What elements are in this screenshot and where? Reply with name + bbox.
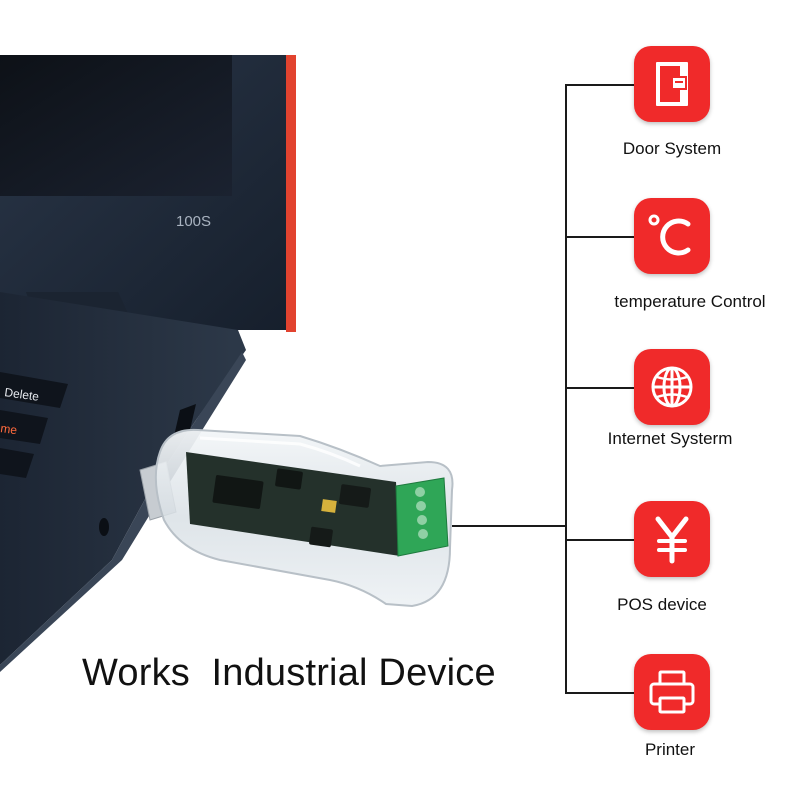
printer-icon — [649, 670, 695, 714]
connector-branch-door — [565, 84, 635, 86]
connector-branch-pos — [565, 539, 635, 541]
internet-system-tile — [634, 349, 710, 425]
key — [0, 448, 34, 478]
headline: Works Industrial Device — [82, 652, 496, 694]
keyboard: Delete me — [0, 372, 68, 478]
laptop-model-label: 100S — [176, 213, 211, 230]
terminal-screw — [417, 515, 427, 525]
door-icon — [656, 62, 688, 106]
connector-branch-temperature — [565, 236, 635, 238]
laptop-lid-edge — [286, 55, 296, 332]
door-system-label: Door System — [622, 139, 722, 158]
internet-system-label: Internet Systerm — [607, 429, 733, 448]
circuit-board — [186, 452, 400, 556]
laptop-screen — [0, 55, 232, 196]
printer-label: Printer — [644, 740, 696, 759]
connector-branch-device — [452, 525, 565, 527]
usb-adapter — [139, 428, 454, 608]
terminal-block — [395, 477, 449, 557]
temperature-control-label: temperature Control — [614, 292, 766, 311]
door-system-tile — [634, 46, 710, 122]
terminal-screw — [416, 501, 426, 511]
chip — [339, 484, 371, 508]
yen-icon — [655, 516, 689, 564]
printer-tile — [634, 654, 710, 730]
audio-port — [99, 518, 109, 536]
usb-port — [174, 404, 196, 436]
chip — [275, 468, 303, 490]
chip — [212, 475, 264, 509]
pos-device-tile — [634, 501, 710, 577]
delete-key — [0, 372, 68, 408]
celsius-icon — [648, 214, 691, 256]
chip — [309, 526, 333, 548]
connector-branch-printer — [565, 692, 635, 694]
laptop: 100S Delete me — [0, 55, 296, 672]
pos-device-label: POS device — [617, 595, 707, 614]
crystal — [321, 499, 337, 513]
terminal-screw — [418, 529, 428, 539]
connector-branch-internet — [565, 387, 635, 389]
temperature-control-tile — [634, 198, 710, 274]
terminal-screw — [415, 487, 425, 497]
home-key — [0, 410, 48, 444]
laptop-side — [0, 352, 246, 672]
delete-key-label: Delete — [4, 385, 41, 404]
home-key-label: me — [0, 421, 18, 437]
globe-icon — [651, 366, 693, 408]
connector-trunk — [565, 84, 567, 694]
shell-highlight — [199, 436, 361, 468]
